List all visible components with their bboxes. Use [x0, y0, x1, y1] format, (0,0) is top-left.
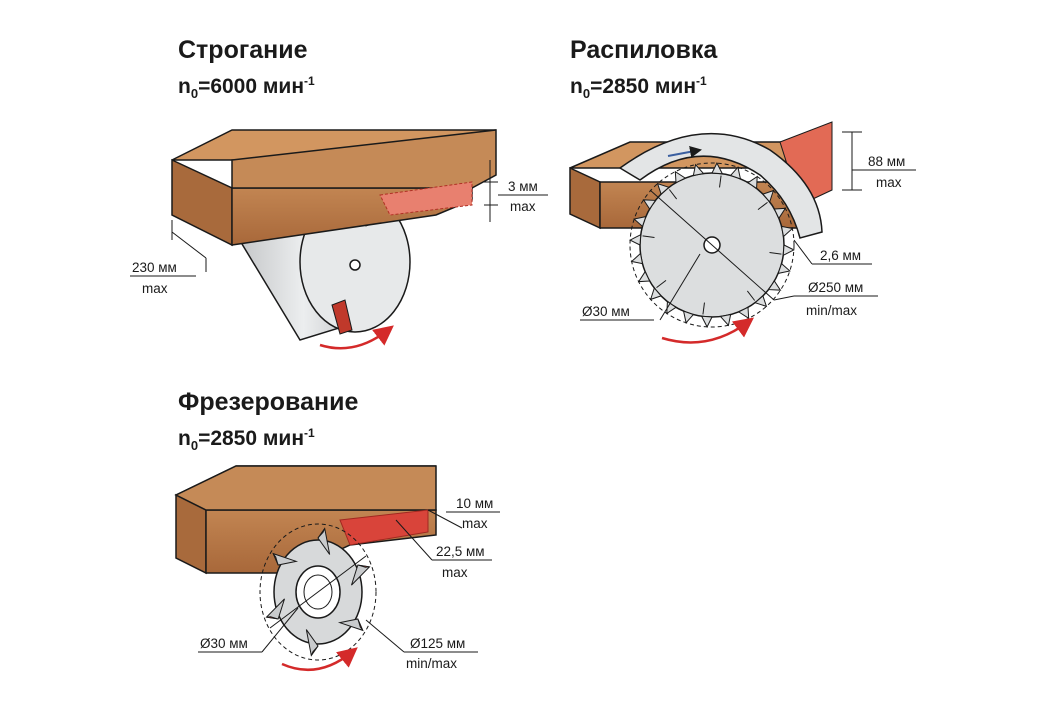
sawing-diameter-note: min/max [806, 303, 857, 318]
sawing-illustration: 88 мм max 2,6 мм Ø250 мм min/max Ø30 мм [569, 121, 916, 344]
sawing-diameter-label: Ø250 мм [808, 280, 863, 295]
saw-tooth [773, 207, 787, 220]
planer-shaft [349, 259, 361, 271]
saw-tooth [630, 252, 644, 265]
milling-illustration: 10 мм max 22,5 мм max Ø30 мм Ø125 мм min… [174, 465, 500, 672]
saw-tooth [729, 166, 742, 180]
milling-bore-label: Ø30 мм [200, 636, 248, 651]
saw-tooth [656, 182, 670, 195]
milling-depth-label: 10 мм [456, 496, 493, 511]
planing-width-label: 230 мм [132, 260, 177, 275]
saw-tooth [777, 262, 791, 275]
saw-tooth [633, 215, 647, 228]
saw-tooth [674, 170, 687, 184]
planing-board-end [171, 158, 233, 247]
cutter-knife [357, 618, 364, 631]
saw-tooth [649, 287, 662, 301]
saw-blade-outline [629, 162, 795, 328]
saw-tooth [711, 162, 724, 175]
milling-diameter-label: Ø125 мм [410, 636, 465, 651]
saw-tooth [747, 175, 758, 190]
sawing-bore-label: Ø30 мм [582, 304, 630, 319]
planing-speed: n0=6000 мин-1 [178, 74, 315, 102]
saw-expansion-slot [719, 175, 722, 188]
planing-width-note: max [142, 281, 168, 296]
sawing-height-label: 88 мм [868, 154, 905, 169]
cutter-knife [272, 553, 279, 566]
saw-expansion-slot [746, 290, 756, 301]
sawing-height-note: max [876, 175, 902, 190]
planing-depth-label: 3 мм [508, 179, 538, 194]
cutter-knife [357, 564, 370, 568]
saw-expansion-slot [702, 302, 705, 315]
milling-speed: n0=2850 мин-1 [178, 426, 315, 454]
planing-depth-note: max [510, 199, 536, 214]
saw-expansion-slot [757, 201, 768, 211]
sawing-board-end [569, 166, 601, 230]
saw-expansion-slot [642, 235, 655, 238]
sawing-title: Распиловка [570, 36, 718, 64]
planer-knife-2 [331, 299, 353, 335]
cutter-knife [310, 645, 319, 656]
milling-width-note: max [442, 565, 468, 580]
milling-cut-zone [339, 509, 429, 546]
milling-title: Фрезерование [178, 388, 359, 416]
blade-guard [618, 132, 823, 239]
cutter-knife [317, 528, 326, 539]
saw-tooth [642, 199, 657, 210]
milling-rotation-arrow [281, 647, 358, 672]
saw-tooth [737, 306, 750, 320]
saw-tooth [692, 163, 705, 177]
sawing-speed: n0=2850 мин-1 [570, 74, 707, 102]
milling-width-label: 22,5 мм [436, 544, 485, 559]
saw-tooth [719, 313, 732, 327]
cutter-knife [266, 616, 279, 620]
milling-depth-note: max [462, 516, 488, 531]
saw-tooth [762, 189, 775, 203]
saw-tooth [782, 244, 795, 257]
saw-tooth [682, 310, 695, 324]
saw-tooth [700, 315, 713, 328]
saw-expansion-slot [668, 189, 678, 200]
milling-diameter-note: min/max [406, 656, 457, 671]
saw-expansion-slot [656, 279, 667, 289]
planing-title: Строгание [178, 36, 308, 64]
sawing-rotation-arrow [661, 317, 755, 344]
cutter-outline [259, 523, 377, 661]
saw-tooth [754, 295, 768, 308]
planing-rotation-arrow [319, 325, 394, 350]
saw-tooth [767, 280, 782, 291]
saw-tooth [780, 225, 794, 238]
saw-tooth [629, 233, 642, 246]
sawing-kerf-label: 2,6 мм [820, 248, 861, 263]
saw-tooth [637, 270, 651, 283]
planing-illustration: 3 мм max 230 мм max [130, 129, 548, 350]
saw-expansion-slot [769, 252, 782, 255]
saw-teeth [629, 162, 795, 328]
planing-cut-zone [379, 181, 473, 216]
